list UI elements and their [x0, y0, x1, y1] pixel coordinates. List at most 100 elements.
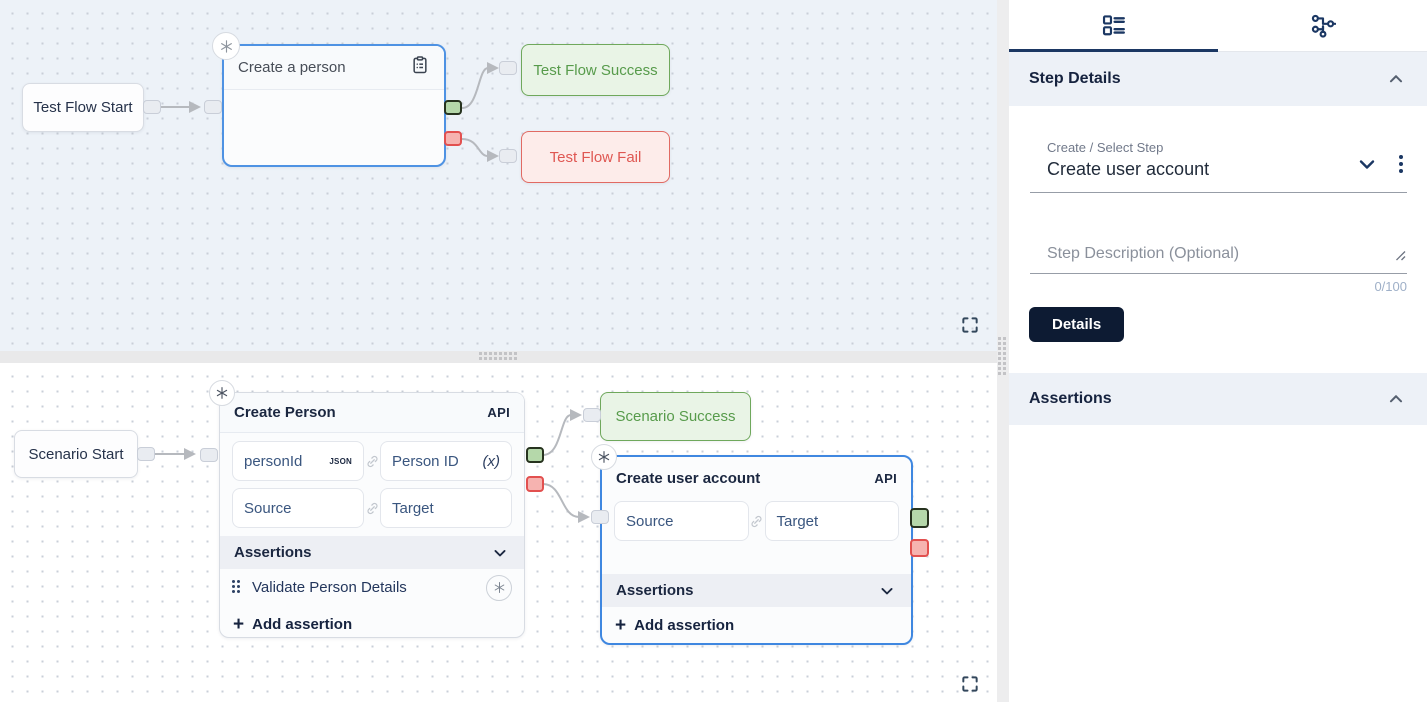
splitter-grip-icon: [998, 337, 1008, 377]
source-param-input[interactable]: Source: [614, 501, 749, 541]
node-test-flow-start[interactable]: Test Flow Start: [22, 83, 144, 132]
mapping-row: Source Target: [232, 488, 512, 528]
success-output-handle[interactable]: [910, 508, 929, 528]
output-handle[interactable]: [143, 100, 161, 114]
node-title: Create a person: [238, 59, 346, 76]
step-select-value: Create user account: [1047, 159, 1210, 179]
output-handle[interactable]: [137, 447, 155, 461]
char-counter: 0/100: [1374, 279, 1407, 294]
chevron-down-icon: [1359, 160, 1375, 169]
chevron-up-icon: [1389, 395, 1403, 403]
resize-grip-icon[interactable]: [1394, 248, 1406, 266]
step-description-input[interactable]: [1030, 237, 1407, 273]
target-param-input[interactable]: Target: [764, 501, 899, 541]
param-value: Source: [626, 512, 674, 530]
input-handle[interactable]: [499, 149, 517, 163]
step-details-section-header[interactable]: Step Details: [1009, 52, 1427, 106]
canvas-column: Test Flow Start Create a person: [0, 0, 997, 702]
node-create-user-account[interactable]: Create user account API Source: [591, 444, 913, 645]
kebab-menu-icon[interactable]: [1395, 153, 1407, 175]
mapping-row: personId JSON Person ID (x): [232, 441, 512, 481]
assertions-label: Assertions: [234, 544, 312, 561]
success-output-handle[interactable]: [526, 447, 544, 463]
assertion-label: Validate Person Details: [252, 579, 407, 596]
asterisk-badge-icon: [591, 444, 617, 470]
fail-output-handle[interactable]: [444, 131, 462, 146]
fullscreen-button[interactable]: [959, 673, 981, 695]
api-type-badge: API: [874, 470, 897, 486]
assertions-section-toggle[interactable]: Assertions: [602, 574, 911, 607]
param-value: Person ID: [392, 452, 459, 470]
source-param-input[interactable]: personId JSON: [232, 441, 364, 481]
step-select-icons: [1355, 152, 1407, 180]
schema-flow-icon: [1311, 14, 1336, 38]
tab-step-details[interactable]: [1009, 0, 1218, 52]
clipboard-icon[interactable]: [410, 55, 430, 80]
section-title: Assertions: [1029, 390, 1112, 407]
assertions-section-toggle[interactable]: Assertions: [220, 536, 524, 569]
step-description-field: [1030, 237, 1407, 274]
fullscreen-button[interactable]: [959, 314, 981, 336]
node-header: Create a person: [224, 46, 444, 90]
source-param-input[interactable]: Source: [232, 488, 364, 528]
add-assertion-label: Add assertion: [634, 616, 735, 634]
tab-flow-view[interactable]: [1218, 0, 1427, 51]
details-button[interactable]: Details: [1029, 307, 1125, 342]
node-create-a-person[interactable]: Create a person: [212, 32, 446, 167]
asterisk-badge-icon: [209, 380, 235, 406]
parameter-mappings: personId JSON Person ID (x): [220, 433, 524, 536]
node-label: Scenario Start: [28, 445, 124, 463]
json-type-badge: JSON: [329, 456, 352, 466]
fail-output-handle[interactable]: [526, 476, 544, 492]
edges-layer: [160, 62, 499, 162]
sidebar-tabs: [1009, 0, 1427, 52]
input-handle[interactable]: [583, 408, 601, 422]
param-value: personId: [244, 452, 303, 470]
param-value: Source: [244, 499, 292, 517]
assertions-label: Assertions: [616, 582, 694, 599]
target-param-input[interactable]: Person ID (x): [380, 441, 512, 481]
step-details-sidebar: Step Details Create / Select Step Create…: [1009, 0, 1427, 702]
input-handle[interactable]: [499, 61, 517, 75]
node-label: Test Flow Fail: [549, 148, 642, 166]
api-type-badge: API: [487, 405, 510, 420]
success-output-handle[interactable]: [444, 100, 462, 115]
param-value: Target: [776, 512, 819, 530]
node-create-person[interactable]: Create Person API personId JSON: [209, 380, 525, 638]
link-icon: [364, 501, 380, 516]
step-select[interactable]: Create / Select Step Create user account: [1030, 140, 1407, 193]
node-label: Scenario Success: [615, 408, 736, 425]
list-details-icon: [1102, 14, 1125, 35]
param-value: Target: [392, 499, 434, 517]
node-scenario-success[interactable]: Scenario Success: [600, 392, 751, 441]
step-details-panel: Create / Select Step Create user account…: [1009, 106, 1427, 373]
assertions-panel: [1009, 425, 1427, 702]
add-assertion-label: Add assertion: [252, 615, 353, 633]
input-handle[interactable]: [591, 510, 609, 524]
step-select-texts: Create / Select Step Create user account: [1047, 140, 1355, 180]
add-assertion-button[interactable]: + Add assertion: [602, 607, 911, 643]
target-param-input[interactable]: Target: [380, 488, 512, 528]
assertion-item[interactable]: Validate Person Details: [220, 569, 524, 606]
input-handle[interactable]: [204, 100, 222, 114]
assertions-section-header[interactable]: Assertions: [1009, 373, 1427, 425]
section-title: Step Details: [1029, 70, 1121, 87]
asterisk-circle-icon: [486, 574, 512, 601]
node-test-flow-success[interactable]: Test Flow Success: [521, 44, 670, 96]
node-header: Create user account API: [602, 457, 911, 499]
chevron-down-icon: [881, 587, 893, 594]
test-flow-canvas[interactable]: Test Flow Start Create a person: [0, 0, 997, 351]
plus-icon: +: [233, 613, 245, 635]
horizontal-splitter[interactable]: [0, 351, 997, 363]
fail-output-handle[interactable]: [910, 539, 929, 557]
scenario-canvas[interactable]: Scenario Start Create Person API personI…: [0, 363, 997, 702]
node-scenario-start[interactable]: Scenario Start: [14, 430, 138, 478]
add-assertion-button[interactable]: + Add assertion: [220, 606, 524, 642]
drag-handle-icon[interactable]: [232, 580, 242, 595]
chevron-down-icon: [494, 549, 506, 556]
vertical-splitter[interactable]: [997, 0, 1009, 702]
input-handle[interactable]: [200, 448, 218, 462]
node-test-flow-fail[interactable]: Test Flow Fail: [521, 131, 670, 183]
splitter-grip-icon: [478, 352, 519, 362]
